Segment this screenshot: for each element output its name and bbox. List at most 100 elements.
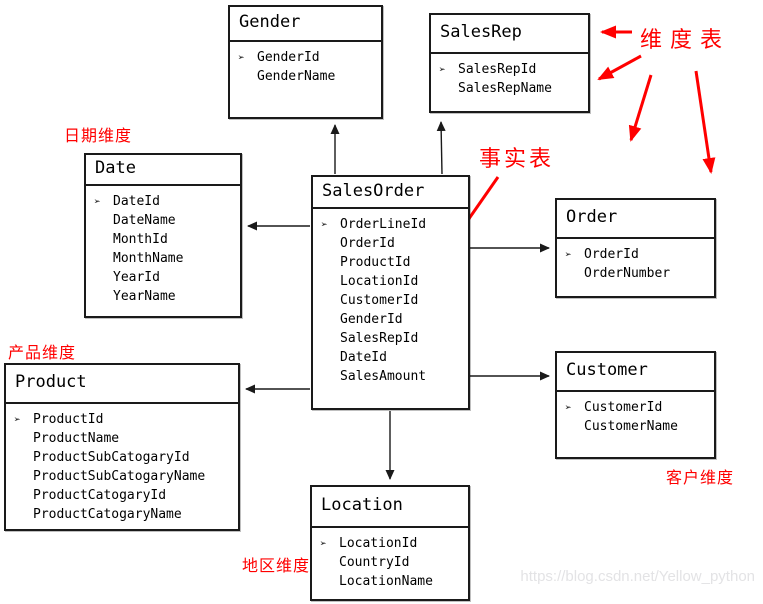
table-title-salesrep: SalesRep: [431, 15, 588, 54]
field-row: ➢ DateId: [94, 192, 236, 211]
field-row: ProductId: [321, 253, 464, 272]
primary-key-icon: ➢: [320, 537, 327, 550]
field-name: SalesAmount: [340, 369, 427, 384]
field-row: DateName: [94, 211, 236, 230]
field-row: ProductSubCatogaryId: [14, 448, 234, 467]
field-row: CustomerId: [321, 291, 464, 310]
table-title-salesorder: SalesOrder: [313, 177, 468, 209]
field-name: ProductSubCatogaryName: [33, 469, 206, 484]
field-name: LocationId: [340, 274, 419, 289]
field-name: CountryId: [339, 555, 410, 570]
field-row: LocationId: [321, 272, 464, 291]
field-name: SalesRepName: [458, 81, 552, 96]
field-name: GenderId: [257, 50, 320, 65]
field-row: CustomerName: [565, 417, 710, 436]
table-title-date: Date: [86, 155, 240, 186]
field-row: SalesRepId: [321, 329, 464, 348]
field-name: GenderName: [257, 69, 336, 84]
field-row: SalesRepName: [439, 79, 584, 98]
field-name: ProductCatogaryId: [33, 488, 167, 503]
field-name: DateId: [340, 350, 387, 365]
annotation-arrow-dim-to-salesrep-fields: [597, 54, 642, 81]
annotation-arrow-dim-down-left: [628, 74, 653, 142]
field-name: CustomerId: [340, 293, 419, 308]
field-row: DateId: [321, 348, 464, 367]
field-row: GenderName: [238, 67, 377, 86]
field-name: YearName: [113, 289, 176, 304]
connector-salesorder-salesrep: [436, 121, 446, 175]
primary-key-icon: ➢: [565, 401, 572, 414]
table-title-location: Location: [312, 487, 468, 528]
primary-key-icon: ➢: [565, 248, 572, 261]
field-name: OrderId: [584, 247, 639, 262]
annotation-date-dimension: 日期维度: [64, 126, 133, 145]
primary-key-icon: ➢: [238, 51, 245, 64]
field-row: MonthId: [94, 230, 236, 249]
field-row: ProductCatogaryId: [14, 486, 234, 505]
field-name: LocationName: [339, 574, 433, 589]
field-row: ProductCatogaryName: [14, 505, 234, 524]
annotation-customer-dimension: 客户维度: [666, 468, 735, 487]
watermark-url: https://blog.csdn.net/Yellow_python: [520, 568, 755, 585]
annotation-arrow-dim-to-order: [694, 70, 716, 174]
field-row: SalesAmount: [321, 367, 464, 386]
field-name: CustomerName: [584, 419, 678, 434]
field-row: ➢LocationId: [320, 534, 464, 553]
field-row: OrderNumber: [565, 264, 710, 283]
field-name: MonthName: [113, 251, 184, 266]
annotation-fact-table: 事实表: [479, 147, 555, 172]
field-name: OrderLineId: [340, 217, 427, 232]
field-row: CountryId: [320, 553, 464, 572]
primary-key-icon: ➢: [439, 63, 446, 76]
table-title-product: Product: [6, 365, 238, 404]
primary-key-icon: ➢: [321, 218, 328, 231]
field-name: GenderId: [340, 312, 403, 327]
field-row: ➢ OrderId: [565, 245, 710, 264]
field-row: MonthName: [94, 249, 236, 268]
field-name: YearId: [113, 270, 160, 285]
field-row: YearId: [94, 268, 236, 287]
field-name: OrderNumber: [584, 266, 671, 281]
field-row: OrderId: [321, 234, 464, 253]
annotation-product-dimension: 产品维度: [8, 343, 77, 362]
field-row: ProductName: [14, 429, 234, 448]
field-row: GenderId: [321, 310, 464, 329]
field-name: ProductId: [340, 255, 411, 270]
field-name: ProductName: [33, 431, 120, 446]
field-name: MonthId: [113, 232, 168, 247]
field-row: ➢ OrderLineId: [321, 215, 464, 234]
field-row: LocationName: [320, 572, 464, 591]
field-name: ProductCatogaryName: [33, 507, 182, 522]
field-row: ➢ GenderId: [238, 48, 377, 67]
table-title-order: Order: [557, 200, 714, 239]
field-name: ProductId: [33, 412, 104, 427]
field-name: DateName: [113, 213, 176, 228]
field-row: ➢SalesRepId: [439, 60, 584, 79]
annotation-location-dimension: 地区维度: [242, 556, 311, 575]
field-row: ProductSubCatogaryName: [14, 467, 234, 486]
field-name: DateId: [113, 194, 160, 209]
primary-key-icon: ➢: [14, 413, 21, 426]
primary-key-icon: ➢: [94, 195, 101, 208]
field-name: OrderId: [340, 236, 395, 251]
table-title-gender: Gender: [230, 7, 381, 42]
field-row: YearName: [94, 287, 236, 306]
field-name: ProductSubCatogaryId: [33, 450, 190, 465]
field-row: ➢ ProductId: [14, 410, 234, 429]
